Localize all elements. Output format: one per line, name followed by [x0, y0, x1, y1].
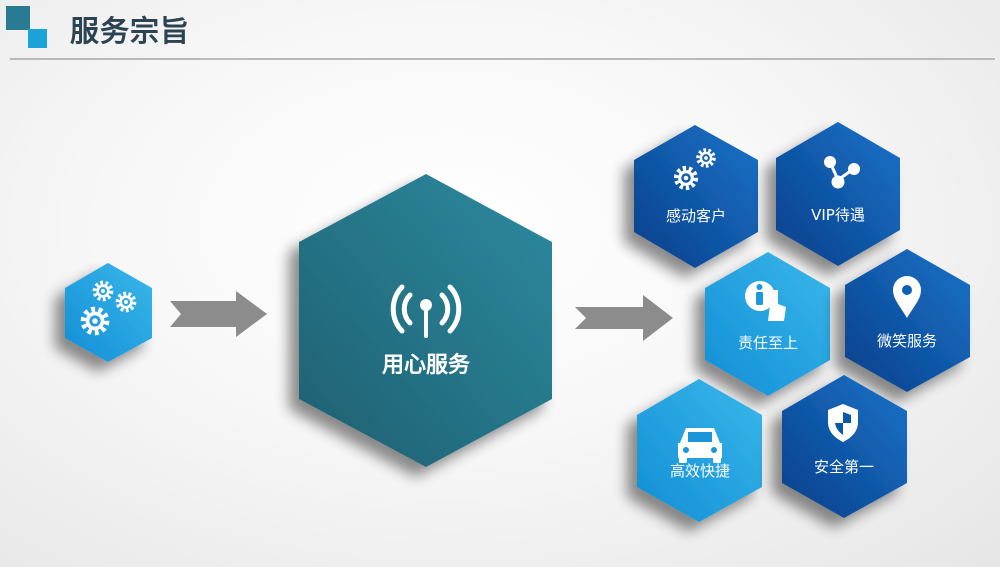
- title-divider: [10, 58, 995, 60]
- hexagon-label: 高效快捷: [670, 462, 730, 480]
- hexagon-label: 责任至上: [738, 334, 798, 352]
- shield-icon: [828, 404, 858, 442]
- hexagon-safety: [782, 375, 907, 518]
- hexagon-smile-service: [845, 249, 970, 392]
- logo-square-dark: [6, 6, 30, 30]
- hexagon-responsibility: [705, 252, 830, 396]
- hexagon-touch-customers: [634, 125, 758, 268]
- hexagon-label: 感动客户: [666, 207, 726, 225]
- hexagon-label: 安全第一: [814, 458, 874, 476]
- arrow-right-1: [170, 291, 267, 337]
- arrow-right-2: [575, 295, 673, 341]
- hexagon-label: 微笑服务: [877, 332, 937, 350]
- car-icon: [678, 428, 722, 463]
- logo-square-light: [28, 29, 47, 48]
- hexagon-label: VIP待遇: [811, 206, 865, 224]
- share-icon: [824, 156, 860, 189]
- page-title: 服务宗旨: [70, 14, 191, 48]
- map-pin-icon: [893, 276, 921, 318]
- info-hand-icon: [745, 281, 786, 321]
- hexagon-vip: [776, 122, 900, 266]
- signal-icon: [390, 284, 462, 338]
- center-label: 用心服务: [382, 353, 471, 378]
- gears-hexagon: [65, 263, 152, 362]
